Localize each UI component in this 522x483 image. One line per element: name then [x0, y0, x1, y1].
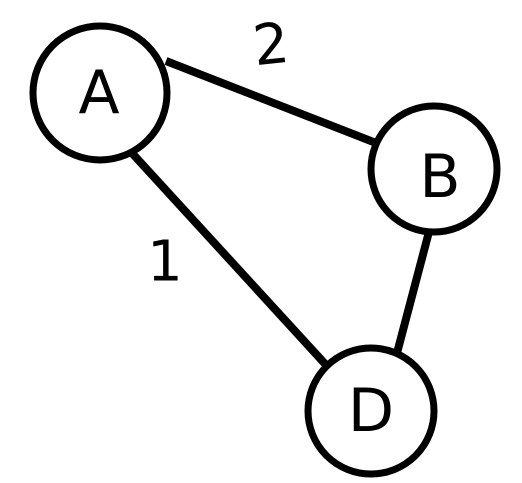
node-d-label: D: [348, 376, 394, 446]
node-a: A: [29, 22, 171, 164]
edge-a-d: [128, 149, 330, 369]
node-b-label: B: [419, 142, 460, 212]
node-d-circle: [304, 344, 438, 478]
node-b-circle: [367, 102, 501, 236]
edge-weight-a-b: 2: [250, 11, 292, 79]
edge-b-d: [393, 226, 434, 355]
node-a-circle: [29, 22, 171, 164]
node-a-label: A: [78, 58, 119, 128]
node-d: D: [304, 344, 438, 478]
edge-weight-a-d: 1: [147, 230, 183, 295]
edge-a-b: [164, 57, 378, 147]
node-b: B: [367, 102, 501, 236]
